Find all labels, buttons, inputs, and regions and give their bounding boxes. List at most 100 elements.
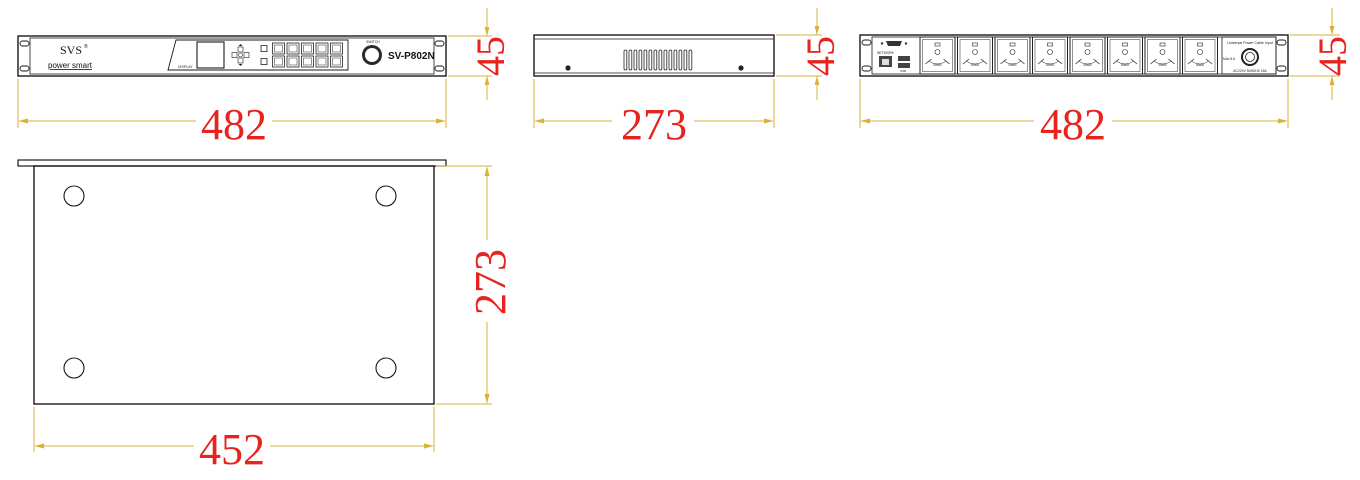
outlet-socket-frame bbox=[922, 39, 953, 72]
screw-icon bbox=[904, 42, 908, 45]
vent-slot bbox=[663, 49, 668, 71]
ventilation-slots bbox=[623, 49, 693, 71]
socket-pin-icon bbox=[1009, 42, 1016, 47]
socket-slot-icon bbox=[925, 58, 950, 66]
vent-slot bbox=[688, 49, 693, 71]
outlet-button-icon bbox=[272, 42, 285, 55]
outlet-button-face bbox=[274, 44, 283, 53]
front-panel-outline bbox=[17, 35, 447, 77]
outlet-button-icon bbox=[260, 45, 268, 52]
socket-pin-icon bbox=[934, 49, 941, 55]
socket-outline bbox=[1115, 60, 1135, 65]
vent-slot bbox=[658, 49, 663, 71]
arrow-head bbox=[484, 27, 490, 36]
arrow-head bbox=[484, 76, 490, 85]
height-dimension-label: 45 bbox=[468, 36, 513, 76]
vent-slot bbox=[623, 49, 628, 71]
outlet-button-icon bbox=[286, 42, 300, 55]
trademark-mark: ® bbox=[84, 43, 88, 50]
outlet-socket-icon bbox=[994, 36, 1031, 75]
socket-pin-icon bbox=[1009, 49, 1016, 55]
rack-slot-icon bbox=[861, 39, 872, 46]
outlet-socket-frame bbox=[997, 39, 1028, 72]
power-rating-label: AC220V 50/60HZ 16A bbox=[1233, 69, 1267, 73]
brand-slogan: power smart bbox=[48, 61, 93, 70]
arrow-head bbox=[484, 394, 490, 404]
socket-slot-icon bbox=[1075, 58, 1100, 66]
front-panel-view: SVS ® power smart DISPLAY SWITCH SV-P802… bbox=[17, 8, 513, 149]
outlet-button-face bbox=[317, 44, 327, 53]
outlet-button-icon bbox=[315, 55, 329, 68]
outlet-button-icon bbox=[272, 55, 285, 68]
brand-logo: SVS bbox=[60, 43, 82, 57]
top-view: 273 452 bbox=[17, 159, 515, 474]
outlet-button-icon bbox=[330, 55, 343, 68]
outlet-row bbox=[919, 36, 1218, 75]
outlet-socket-frame bbox=[1184, 39, 1216, 72]
arrow-head bbox=[1329, 26, 1335, 35]
outlet-button-icon bbox=[330, 42, 343, 55]
socket-outline bbox=[1078, 60, 1097, 65]
outlet-socket-icon bbox=[1107, 36, 1143, 75]
model-number: SV-P802N bbox=[388, 51, 435, 62]
outlet-socket-frame bbox=[1034, 39, 1066, 72]
outlet-socket-icon bbox=[1032, 36, 1068, 75]
outlet-button-face bbox=[332, 57, 341, 66]
rear-panel-view: NETWORK USB Universal Power Cable Input … bbox=[859, 8, 1355, 149]
outlet-button-face bbox=[288, 44, 298, 53]
vent-slot bbox=[638, 49, 643, 71]
socket-pin-icon bbox=[1122, 42, 1128, 47]
network-label: NETWORK bbox=[877, 51, 895, 55]
socket-outline bbox=[1040, 60, 1060, 65]
socket-pin-icon bbox=[1084, 42, 1091, 47]
vent-slot bbox=[673, 49, 678, 71]
arrow-head bbox=[860, 118, 870, 124]
socket-pin-icon bbox=[1047, 49, 1053, 55]
vent-slot bbox=[678, 49, 683, 71]
socket-pin-icon bbox=[972, 49, 978, 55]
fuse-label: Max 8.5 bbox=[1223, 57, 1235, 61]
screw-icon bbox=[880, 42, 884, 45]
socket-outline bbox=[965, 60, 985, 65]
power-inlet-inner bbox=[1245, 52, 1255, 62]
socket-slot-icon bbox=[1112, 58, 1138, 66]
top-body-outline bbox=[33, 165, 435, 405]
socket-slot-icon bbox=[1187, 58, 1213, 66]
top-front-flange bbox=[17, 159, 447, 167]
serial-port-icon bbox=[886, 41, 902, 46]
side-outline bbox=[533, 34, 775, 77]
outlet-socket-icon bbox=[1069, 36, 1106, 75]
socket-pin-icon bbox=[972, 42, 978, 47]
arrow-head bbox=[424, 443, 434, 449]
side-height-dimension-label: 45 bbox=[798, 36, 843, 76]
foot-mount-hole-icon bbox=[375, 185, 397, 207]
outlet-button-icon bbox=[301, 55, 314, 68]
vent-slot bbox=[668, 49, 673, 71]
ethernet-port-inner bbox=[882, 59, 889, 65]
socket-outline bbox=[1153, 60, 1172, 65]
rear-width-dimension-label: 482 bbox=[1040, 100, 1106, 149]
socket-pin-icon bbox=[1084, 49, 1091, 55]
power-input-panel bbox=[1221, 36, 1277, 75]
rack-slot-icon bbox=[1276, 65, 1287, 72]
outlet-socket-frame bbox=[959, 39, 991, 72]
socket-outline bbox=[1190, 60, 1210, 65]
outlet-socket-icon bbox=[957, 36, 993, 75]
socket-slot-icon bbox=[962, 58, 988, 66]
vent-slot bbox=[648, 49, 653, 71]
side-view: 273 45 bbox=[533, 8, 843, 149]
rack-slot-icon bbox=[19, 40, 30, 47]
outlet-button-face bbox=[288, 57, 298, 66]
outlet-button-icon bbox=[286, 55, 300, 68]
vent-slot bbox=[653, 49, 658, 71]
foot-mount-hole-icon bbox=[375, 357, 397, 379]
foot-mount-hole-icon bbox=[63, 357, 85, 379]
power-inlet-icon bbox=[1241, 48, 1259, 66]
side-depth-dimension-label: 273 bbox=[621, 100, 687, 149]
vent-slot bbox=[633, 49, 638, 71]
socket-pin-icon bbox=[1197, 49, 1203, 55]
outlet-socket-icon bbox=[1144, 36, 1181, 75]
arrow-head bbox=[764, 118, 774, 124]
socket-slot-icon bbox=[1037, 58, 1063, 66]
